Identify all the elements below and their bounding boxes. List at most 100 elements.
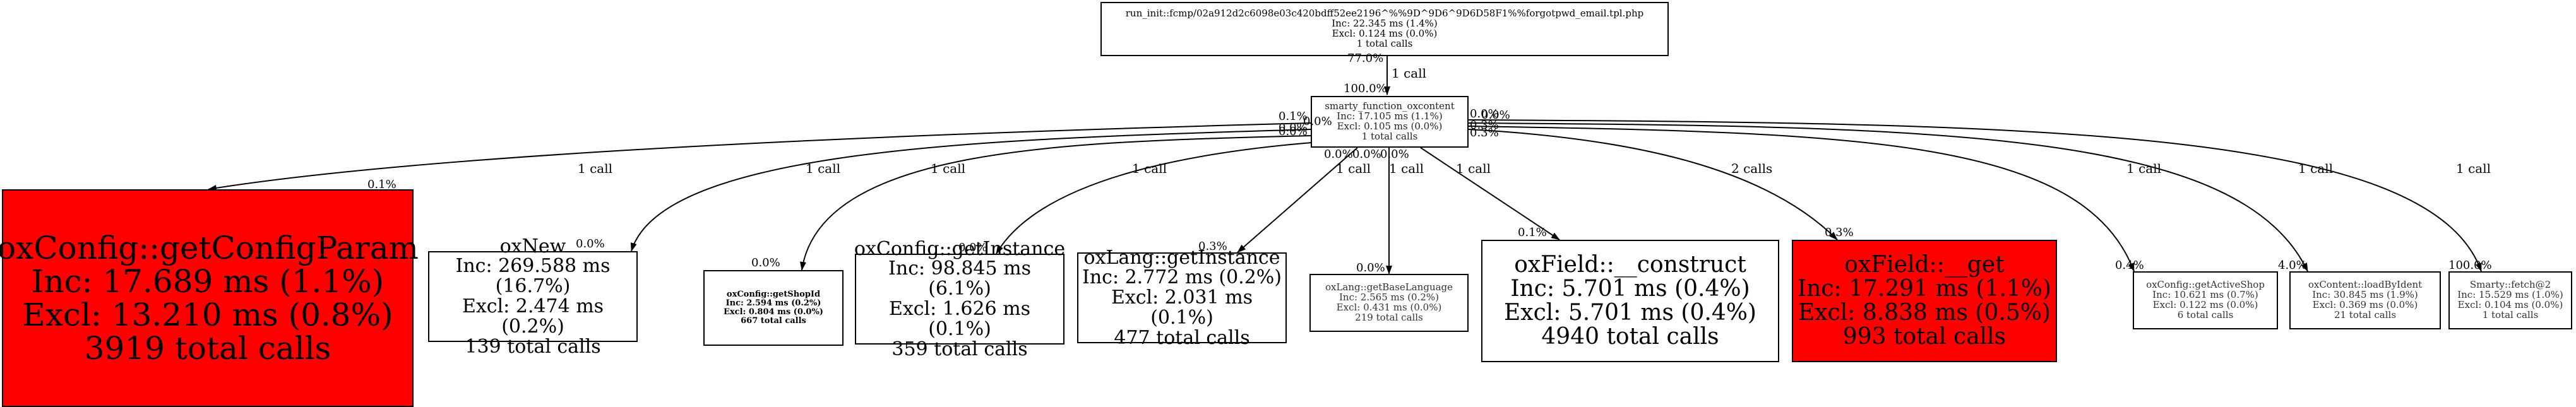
edge-label-getactiveshop: 1 call: [2126, 161, 2161, 176]
edge-label-getbaselanguage: 1 call: [1389, 161, 1424, 176]
node-title: oxConfig::getInstance: [854, 237, 1066, 260]
center-in-pct: 100.0%: [1344, 82, 1387, 95]
edge-label-oxnew: 1 call: [806, 161, 840, 176]
edge-label-smarty-fetch: 1 call: [2456, 161, 2491, 176]
node-excl: Excl: 0.369 ms (0.0%): [2312, 299, 2418, 310]
edge-to-field-get: [1468, 129, 1838, 240]
center-title: smarty_function_oxcontent: [1325, 100, 1455, 112]
edge-label-field-get: 2 calls: [1731, 161, 1773, 176]
node-title: oxConfig::getShopId: [726, 290, 821, 300]
node-inc: Inc: 2.594 ms (0.2%): [725, 298, 821, 309]
edge-label-getinstance: 1 call: [1132, 161, 1167, 176]
node-excl: Excl: 5.701 ms (0.4%): [1504, 300, 1756, 326]
node-inc: Inc: 98.845 ms (6.1%): [888, 257, 1031, 300]
node-inc: Inc: 30.845 ms (1.9%): [2312, 289, 2418, 301]
center-bottom-pct-0: 0.0%: [1324, 148, 1353, 161]
root-node[interactable]: run_init::fcmp/02a912d2c6098e03c420bdff5…: [1100, 2, 1669, 56]
root-excl: Excl: 0.124 ms (0.0%): [1332, 28, 1438, 39]
node-calls: 219 total calls: [1355, 311, 1423, 323]
node-calls: 21 total calls: [2334, 309, 2397, 321]
node-calls: 359 total calls: [891, 338, 1028, 360]
node-title: oxLang::getInstance: [1083, 246, 1280, 269]
edge-label-lang-getinstance: 1 call: [1336, 161, 1371, 176]
edge-to-field-construct: [1420, 147, 1560, 240]
node-excl: Excl: 2.474 ms (0.2%): [462, 295, 604, 338]
node-inc: Inc: 15.529 ms (1.0%): [2457, 289, 2563, 301]
node-inc: Inc: 2.772 ms (0.2%): [1082, 266, 1282, 289]
edge-label-field-construct: 1 call: [1456, 161, 1491, 176]
node-calls: 139 total calls: [465, 335, 601, 358]
node-getbaselanguage[interactable]: oxLang::getBaseLanguage Inc: 2.565 ms (0…: [1309, 274, 1469, 332]
node-lang-getinstance[interactable]: oxLang::getInstance Inc: 2.772 ms (0.2%)…: [1077, 247, 1287, 348]
center-left-pct-1: 0.0%: [1303, 115, 1332, 128]
node-getconfigparam[interactable]: oxConfig::getConfigParam Inc: 17.689 ms …: [0, 189, 419, 407]
node-getactiveshop[interactable]: oxConfig::getActiveShop Inc: 10.621 ms (…: [2133, 271, 2278, 329]
pct-getconfigparam: 0.1%: [367, 178, 397, 191]
node-title: oxConfig::getActiveShop: [2146, 279, 2265, 291]
node-oxnew[interactable]: oxNew Inc: 269.588 ms (16.7%) Excl: 2.47…: [428, 236, 638, 357]
center-right-pct-0: 0.0%: [1470, 107, 1499, 121]
node-excl: Excl: 0.104 ms (0.0%): [2457, 299, 2563, 310]
edge-to-getshopid: [800, 135, 1311, 271]
center-bottom-pct-1: 0.0%: [1352, 148, 1381, 161]
node-excl: Excl: 0.804 ms (0.0%): [724, 307, 823, 317]
pct-getinstance: 0.0%: [958, 241, 987, 254]
node-excl: Excl: 8.838 ms (0.5%): [1798, 300, 2051, 326]
node-title: Smarty::fetch@2: [2469, 279, 2551, 291]
root-inc: Inc: 22.345 ms (1.4%): [1332, 18, 1438, 30]
node-calls: 993 total calls: [1842, 324, 2007, 350]
node-title: oxNew: [499, 235, 566, 257]
center-excl: Excl: 0.105 ms (0.0%): [1337, 121, 1443, 132]
node-title: oxLang::getBaseLanguage: [1325, 281, 1453, 293]
center-calls: 1 total calls: [1361, 130, 1418, 142]
node-field-construct[interactable]: oxField::__construct Inc: 5.701 ms (0.4%…: [1481, 240, 1779, 362]
node-calls: 6 total calls: [2177, 309, 2234, 321]
center-right-pct-2: 0.3%: [1470, 119, 1499, 132]
pct-smarty-fetch: 100.0%: [2448, 259, 2492, 272]
center-right-pct-3: 0.3%: [1470, 126, 1499, 139]
node-excl: Excl: 2.031 ms (0.1%): [1111, 286, 1253, 329]
center-right-pct-1: 0.0%: [1481, 109, 1510, 122]
node-smarty-fetch[interactable]: Smarty::fetch@2 Inc: 15.529 ms (1.0%) Ex…: [2448, 271, 2572, 329]
node-inc: Inc: 10.621 ms (0.7%): [2152, 289, 2258, 301]
center-left-pct-0: 0.1%: [1279, 110, 1308, 123]
center-inc: Inc: 17.105 ms (1.1%): [1337, 110, 1443, 122]
node-calls: 3919 total calls: [84, 329, 331, 367]
node-title: oxConfig::getConfigParam: [0, 229, 419, 266]
pct-loadbyident: 4.0%: [2278, 259, 2307, 272]
center-left-pct-3: 0.0%: [1279, 125, 1308, 138]
node-calls: 667 total calls: [741, 316, 806, 326]
node-inc: Inc: 5.701 ms (0.4%): [1510, 275, 1750, 302]
pct-getactiveshop: 0.4%: [2115, 259, 2144, 272]
pct-field-construct: 0.1%: [1518, 226, 1547, 239]
node-inc: Inc: 2.565 ms (0.2%): [1339, 292, 1440, 304]
node-excl: Excl: 13.210 ms (0.8%): [22, 296, 393, 333]
node-excl: Excl: 0.122 ms (0.0%): [2152, 299, 2258, 310]
pct-getshopid: 0.0%: [751, 256, 780, 269]
pct-lang-getinstance: 0.3%: [1198, 240, 1227, 253]
node-excl: Excl: 0.431 ms (0.0%): [1336, 302, 1442, 313]
pct-field-get: 0.3%: [1825, 226, 1854, 239]
node-calls: 1 total calls: [2482, 309, 2539, 321]
node-inc: Inc: 17.689 ms (1.1%): [31, 262, 385, 300]
root-out-pct: 77.0%: [1347, 52, 1384, 65]
node-getinstance[interactable]: oxConfig::getInstance Inc: 98.845 ms (6.…: [854, 239, 1065, 359]
node-field-get[interactable]: oxField::__get Inc: 17.291 ms (1.1%) Exc…: [1792, 240, 2057, 362]
node-calls: 477 total calls: [1114, 326, 1250, 349]
node-loadbyident[interactable]: oxContent::loadByIdent Inc: 30.845 ms (1…: [2289, 271, 2441, 329]
center-node[interactable]: smarty_function_oxcontent Inc: 17.105 ms…: [1311, 96, 1469, 148]
node-calls: 4940 total calls: [1541, 324, 1719, 350]
node-title: oxField::__get: [1844, 251, 2005, 278]
root-calls: 1 total calls: [1356, 37, 1413, 49]
center-bottom-pct-2: 0.0%: [1380, 148, 1409, 161]
edge-to-loadbyident: [1468, 122, 2308, 272]
edge-to-getconfigparam: [208, 122, 1311, 191]
pct-getbaselanguage: 0.0%: [1356, 261, 1385, 274]
pct-oxnew: 0.0%: [576, 237, 605, 251]
edge-to-lang-getinstance: [1237, 147, 1358, 253]
node-getshopid[interactable]: oxConfig::getShopId Inc: 2.594 ms (0.2%)…: [703, 270, 844, 346]
edge-label-loadbyident: 1 call: [2298, 161, 2333, 176]
node-inc: Inc: 269.588 ms (16.7%): [455, 255, 611, 298]
root-edge-label: 1 call: [1392, 66, 1426, 81]
